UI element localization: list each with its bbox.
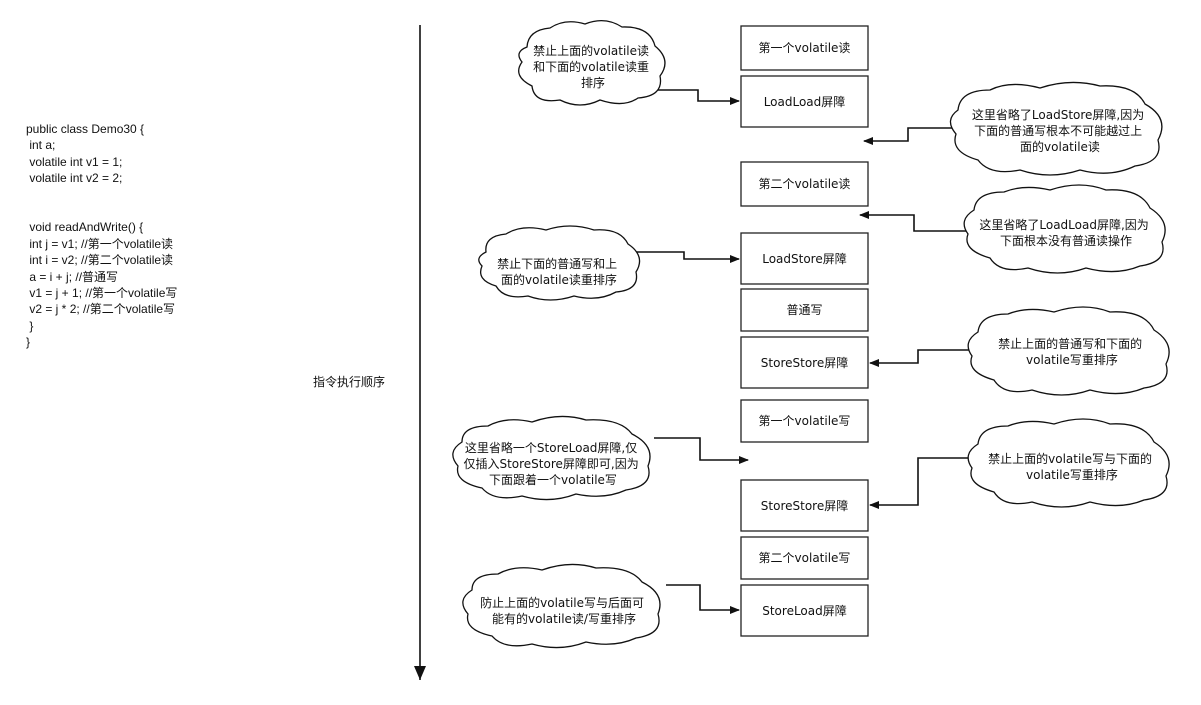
code-listing: public class Demo30 { int a; volatile in…	[26, 121, 177, 350]
cloud-shape	[967, 306, 1170, 396]
box-storeload-barrier: StoreLoad屏障	[740, 584, 869, 637]
box-label: StoreLoad屏障	[762, 603, 847, 618]
note-text: 禁止上面的volatile读 和下面的volatile读重 排序	[533, 43, 653, 90]
note-text: 禁止下面的普通写和上 面的volatile读重排序	[497, 256, 621, 287]
code-line: int j = v1; //第一个volatile读	[26, 236, 174, 251]
note-omit-storeload: 这里省略一个StoreLoad屏障,仅 仅插入StoreStore屏障即可,因为…	[452, 415, 651, 501]
box-label: 普通写	[786, 303, 822, 317]
code-line: volatile int v1 = 1;	[26, 154, 123, 169]
connector-omit-storeload	[654, 437, 749, 464]
connector-normal-volatile-write	[869, 349, 970, 367]
code-line: v2 = j * 2; //第二个volatile写	[26, 302, 176, 317]
note-text: 这里省略了LoadLoad屏障,因为 下面根本没有普通读操作	[979, 217, 1152, 248]
box-first-volatile-read: 第一个volatile读	[740, 25, 869, 71]
note-line: 排序	[581, 75, 605, 90]
note-line: 和下面的volatile读重	[533, 59, 649, 74]
box-second-volatile-read: 第二个volatile读	[740, 161, 869, 207]
cloud-shape	[963, 184, 1166, 274]
note-text: 禁止上面的volatile写与下面的 volatile写重排序	[988, 451, 1156, 482]
code-line: public class Demo30 {	[26, 122, 145, 136]
box-normal-write: 普通写	[740, 288, 869, 332]
box-label: StoreStore屏障	[761, 355, 848, 370]
note-omit-loadstore: 这里省略了LoadStore屏障,因为 下面的普通写根本不可能越过上 面的vol…	[949, 81, 1163, 176]
cloud-shape	[949, 81, 1163, 176]
connector-read-read	[656, 89, 740, 105]
note-forbid-read-read: 禁止上面的volatile读 和下面的volatile读重 排序	[518, 20, 666, 106]
code-line: a = i + j; //普通写	[26, 269, 119, 284]
code-line: }	[26, 318, 34, 333]
code-line: int i = v2; //第二个volatile读	[26, 253, 174, 268]
box-label: 第一个volatile写	[759, 414, 851, 428]
code-line: }	[26, 335, 31, 350]
note-text: 这里省略了LoadStore屏障,因为 下面的普通写根本不可能越过上 面的vol…	[972, 107, 1148, 154]
box-loadstore-barrier: LoadStore屏障	[740, 232, 869, 285]
note-line: 防止上面的volatile写与后面可	[480, 595, 644, 610]
note-line: 这里省略了LoadLoad屏障,因为	[979, 217, 1148, 232]
box-storestore-barrier-1: StoreStore屏障	[740, 336, 869, 389]
box-label: LoadStore屏障	[762, 251, 847, 266]
note-line: 下面根本没有普通读操作	[1000, 233, 1132, 248]
cloud-shape	[967, 418, 1170, 508]
box-label: 第一个volatile读	[759, 41, 851, 55]
note-line: 能有的volatile读/写重排序	[492, 611, 636, 626]
note-prevent-write-readwrite: 防止上面的volatile写与后面可 能有的volatile读/写重排序	[462, 563, 661, 649]
connector-write-readwrite	[666, 584, 740, 614]
box-label: 第二个volatile写	[759, 551, 851, 565]
box-loadload-barrier-1: LoadLoad屏障	[740, 75, 869, 128]
note-text: 禁止上面的普通写和下面的 volatile写重排序	[998, 336, 1146, 367]
box-label: LoadLoad屏障	[764, 94, 846, 109]
box-label: 第二个volatile读	[759, 177, 851, 191]
note-line: 面的volatile读	[1020, 139, 1100, 154]
cloud-shape	[462, 563, 661, 649]
note-line: volatile写重排序	[1026, 352, 1118, 367]
note-text: 这里省略一个StoreLoad屏障,仅 仅插入StoreStore屏障即可,因为…	[463, 440, 642, 487]
cloud-shape	[478, 225, 641, 301]
note-line: 这里省略一个StoreLoad屏障,仅	[465, 440, 637, 455]
axis-arrowhead	[414, 666, 426, 680]
cloud-shape	[452, 415, 651, 501]
note-forbid-normal-volatile-write: 禁止上面的普通写和下面的 volatile写重排序	[967, 306, 1170, 396]
note-line: 下面的普通写根本不可能越过上	[974, 123, 1142, 138]
box-label: StoreStore屏障	[761, 498, 848, 513]
connector-omit-loadload	[859, 211, 968, 232]
axis-label: 指令执行顺序	[313, 374, 385, 389]
note-line: 禁止下面的普通写和上	[497, 256, 617, 271]
code-line: int a;	[26, 138, 56, 153]
note-line: 面的volatile读重排序	[501, 272, 617, 287]
note-forbid-volatile-writes: 禁止上面的volatile写与下面的 volatile写重排序	[967, 418, 1170, 508]
note-omit-loadload: 这里省略了LoadLoad屏障,因为 下面根本没有普通读操作	[963, 184, 1166, 274]
note-forbid-write-read: 禁止下面的普通写和上 面的volatile读重排序	[478, 225, 641, 301]
code-line: void readAndWrite() {	[26, 220, 144, 235]
note-text: 防止上面的volatile写与后面可 能有的volatile读/写重排序	[480, 595, 648, 626]
cloud-shape	[518, 20, 666, 106]
box-first-volatile-write: 第一个volatile写	[740, 399, 869, 443]
note-line: 禁止上面的volatile读	[533, 43, 649, 58]
connector-omit-loadstore	[863, 127, 952, 145]
note-line: 禁止上面的普通写和下面的	[998, 336, 1142, 351]
note-line: 禁止上面的volatile写与下面的	[988, 451, 1152, 466]
note-line: 这里省略了LoadStore屏障,因为	[972, 107, 1144, 122]
code-line: v1 = j + 1; //第一个volatile写	[26, 285, 178, 300]
note-line: 下面跟着一个volatile写	[489, 472, 617, 487]
note-line: volatile写重排序	[1026, 467, 1118, 482]
box-storestore-barrier-2: StoreStore屏障	[740, 479, 869, 532]
code-line: volatile int v2 = 2;	[26, 171, 123, 186]
connector-write-read	[634, 251, 740, 263]
box-second-volatile-write: 第二个volatile写	[740, 536, 869, 580]
connector-volatile-writes	[869, 457, 970, 509]
note-line: 仅插入StoreStore屏障即可,因为	[463, 456, 638, 471]
